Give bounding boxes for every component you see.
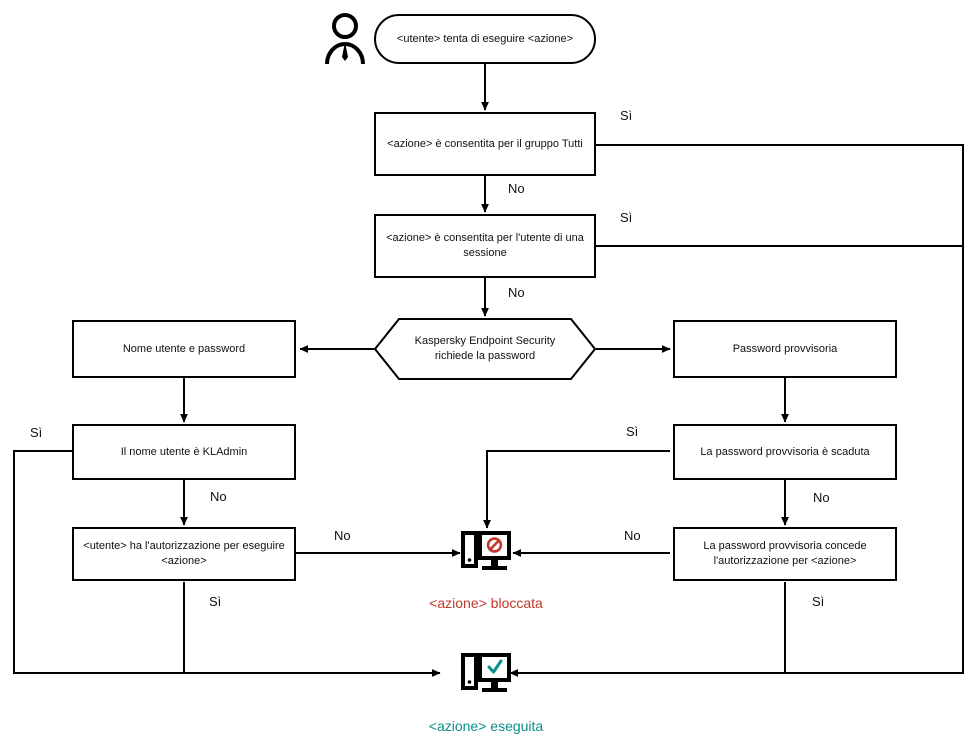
monitor-check-icon xyxy=(460,650,512,698)
node-is-kladmin-label: Il nome utente è KLAdmin xyxy=(120,445,248,458)
node-user-has-permission-label: <utente> ha l'autorizzazione per eseguir… xyxy=(83,540,285,567)
edge-label-session-user-yes: Sì xyxy=(620,210,633,225)
node-check-group-all-label: <azione> è consentita per il gruppo Tutt… xyxy=(387,137,583,150)
endpoint-blocked-label: <azione> bloccata xyxy=(429,595,543,611)
edge-label-temp-grants-no: No xyxy=(624,528,641,543)
edge-label-group-all-no: No xyxy=(508,181,525,196)
node-check-session-user: <azione> è consentita per l'utente di un… xyxy=(374,214,596,278)
edge-label-group-all-yes: Sì xyxy=(620,108,633,123)
node-temp-password-expired: La password provvisoria è scaduta xyxy=(673,424,897,480)
edge-label-kladmin-yes: Sì xyxy=(30,425,43,440)
edge-label-permission-yes: Sì xyxy=(209,594,222,609)
edge-label-kladmin-no: No xyxy=(210,489,227,504)
edge-label-temp-expired-yes: Sì xyxy=(626,424,639,439)
monitor-blocked-icon xyxy=(460,528,512,576)
node-temp-password: Password provvisoria xyxy=(673,320,897,378)
node-is-kladmin: Il nome utente è KLAdmin xyxy=(72,424,296,480)
edge-label-session-user-no: No xyxy=(508,285,525,300)
node-temp-password-grants: La password provvisoria concede l'autori… xyxy=(673,527,897,581)
node-check-session-user-label: <azione> è consentita per l'utente di un… xyxy=(386,232,584,259)
node-temp-password-grants-label: La password provvisoria concede l'autori… xyxy=(703,540,867,567)
user-actor-icon xyxy=(323,12,367,66)
node-start: <utente> tenta di eseguire <azione> xyxy=(374,14,596,64)
edge-label-temp-grants-yes: Sì xyxy=(812,594,825,609)
node-temp-password-expired-label: La password provvisoria è scaduta xyxy=(700,445,870,458)
node-start-label: <utente> tenta di eseguire <azione> xyxy=(396,32,574,45)
node-kes-password-prompt-label: Kaspersky Endpoint Security richiede la … xyxy=(414,335,556,362)
edge-label-temp-expired-no: No xyxy=(813,490,830,505)
edge-label-permission-no: No xyxy=(334,528,351,543)
node-username-password: Nome utente e password xyxy=(72,320,296,378)
node-kes-password-prompt: Kaspersky Endpoint Security richiede la … xyxy=(374,318,596,380)
node-check-group-all: <azione> è consentita per il gruppo Tutt… xyxy=(374,112,596,176)
node-username-password-label: Nome utente e password xyxy=(122,342,246,355)
node-temp-password-label: Password provvisoria xyxy=(732,342,838,355)
endpoint-allowed-label: <azione> eseguita xyxy=(428,718,544,734)
node-user-has-permission: <utente> ha l'autorizzazione per eseguir… xyxy=(72,527,296,581)
